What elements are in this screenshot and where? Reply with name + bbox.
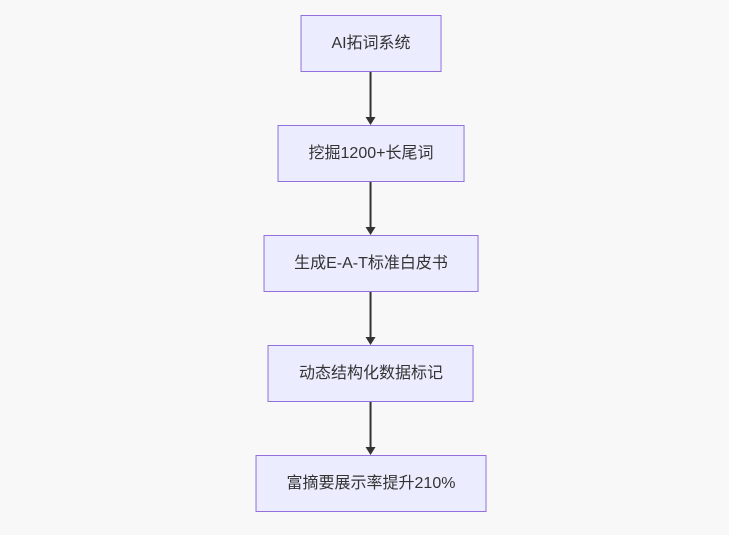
edge-line <box>370 292 372 337</box>
node-label: 挖掘1200+长尾词 <box>308 145 434 162</box>
edge-b-to-c <box>366 182 376 235</box>
flowchart-node-longtail-mining: 挖掘1200+长尾词 <box>277 125 465 182</box>
flowchart: AI拓词系统 挖掘1200+长尾词 生成E-A-T标准白皮书 动态结构化数据标记… <box>255 15 487 512</box>
node-label: 动态结构化数据标记 <box>298 365 443 382</box>
edge-line <box>370 72 372 117</box>
edge-a-to-b <box>366 72 376 125</box>
node-label: 生成E-A-T标准白皮书 <box>294 255 448 272</box>
flowchart-node-eat-whitepaper: 生成E-A-T标准白皮书 <box>263 235 479 292</box>
flowchart-node-rich-snippet-result: 富摘要展示率提升210% <box>255 455 487 512</box>
edge-line <box>370 402 372 447</box>
arrowhead-icon <box>366 117 376 125</box>
flowchart-node-structured-data: 动态结构化数据标记 <box>267 345 474 402</box>
flowchart-node-ai-word-system: AI拓词系统 <box>300 15 442 72</box>
edge-d-to-e <box>366 402 376 455</box>
arrowhead-icon <box>366 227 376 235</box>
node-label: AI拓词系统 <box>331 35 411 52</box>
edge-c-to-d <box>366 292 376 345</box>
edge-line <box>370 182 372 227</box>
node-label: 富摘要展示率提升210% <box>286 475 456 492</box>
arrowhead-icon <box>366 337 376 345</box>
arrowhead-icon <box>366 447 376 455</box>
